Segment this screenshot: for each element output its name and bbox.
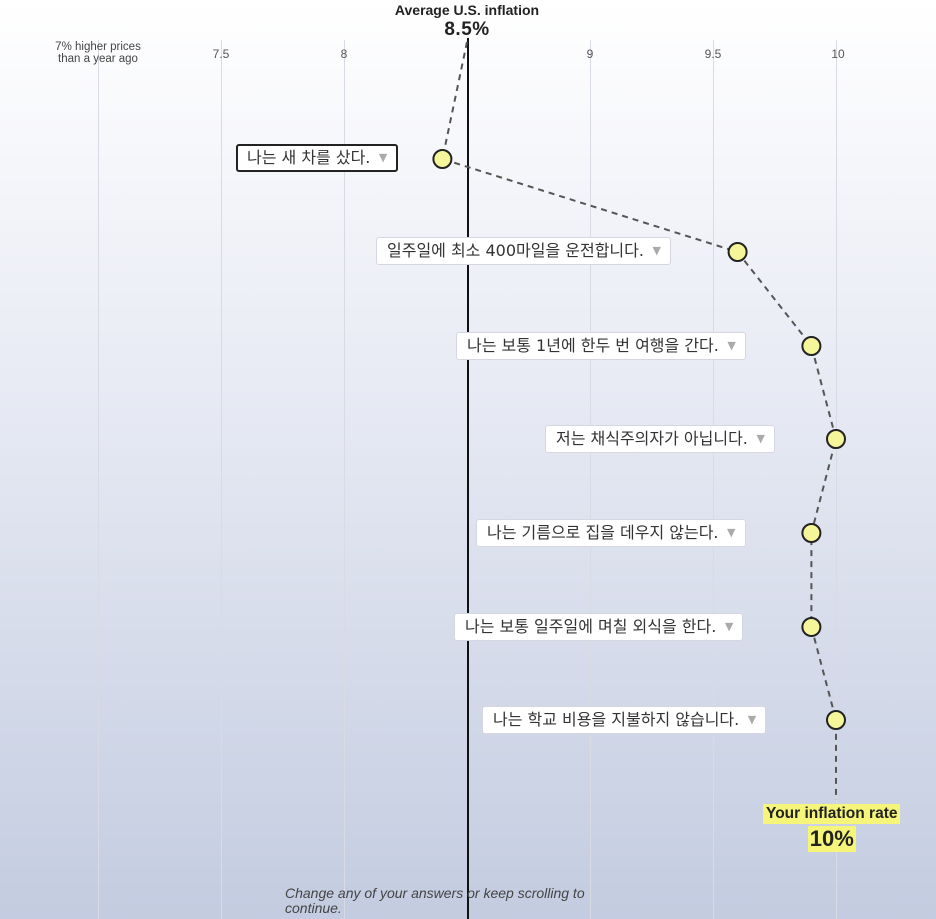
gridline-10 bbox=[836, 40, 837, 919]
gridline-7-5 bbox=[221, 40, 222, 919]
gridline-9-5 bbox=[713, 40, 714, 919]
axis-tick-7-5: 7.5 bbox=[212, 47, 230, 61]
answer-select-3-label: 나는 보통 1년에 한두 번 여행을 간다. bbox=[467, 336, 719, 355]
chevron-down-icon: ▼ bbox=[724, 620, 734, 633]
answer-marker-6 bbox=[801, 617, 822, 637]
your-inflation-rate-value: 10% bbox=[807, 826, 856, 852]
chevron-down-icon: ▼ bbox=[756, 432, 765, 445]
chevron-down-icon: ▼ bbox=[747, 713, 757, 726]
axis-tick-7: 7% higher prices than a year ago bbox=[55, 41, 141, 65]
answer-select-3[interactable]: 나는 보통 1년에 한두 번 여행을 간다. ▼ bbox=[456, 332, 746, 360]
answer-select-7-label: 나는 학교 비용을 지불하지 않습니다. bbox=[493, 710, 740, 729]
chevron-down-icon: ▼ bbox=[378, 151, 388, 164]
axis-tick-8: 8 bbox=[340, 47, 348, 61]
gridline-7 bbox=[98, 40, 99, 919]
average-inflation-label: Average U.S. inflation 8.5% bbox=[395, 2, 539, 41]
axis-tick-9-5: 9.5 bbox=[704, 47, 722, 61]
answer-select-1[interactable]: 나는 새 차를 샀다. ▼ bbox=[236, 144, 399, 172]
answer-connector-path bbox=[441, 41, 838, 800]
gridline-8 bbox=[344, 40, 345, 919]
gridline-9 bbox=[590, 40, 591, 919]
axis-tick-9: 9 bbox=[586, 47, 594, 61]
answer-select-1-label: 나는 새 차를 샀다. bbox=[247, 148, 371, 167]
average-inflation-title: Average U.S. inflation bbox=[394, 2, 540, 18]
axis-tick-7-line1: 7% higher prices bbox=[55, 41, 141, 53]
answer-marker-5 bbox=[801, 523, 822, 543]
answer-marker-3 bbox=[801, 336, 822, 356]
axis-tick-7-line2: than a year ago bbox=[58, 53, 138, 65]
answer-select-4[interactable]: 저는 채식주의자가 아닙니다. ▼ bbox=[545, 425, 775, 453]
your-inflation-rate-title: Your inflation rate bbox=[763, 804, 901, 824]
answer-select-7[interactable]: 나는 학교 비용을 지불하지 않습니다. ▼ bbox=[482, 706, 767, 734]
axis-tick-10: 10 bbox=[831, 47, 845, 61]
answer-marker-2 bbox=[727, 242, 748, 262]
answer-select-6[interactable]: 나는 보통 일주일에 며칠 외식을 한다. ▼ bbox=[454, 613, 744, 641]
scroll-instruction-note: Change any of your answers or keep scrol… bbox=[285, 885, 585, 916]
answer-select-5[interactable]: 나는 기름으로 집을 데우지 않는다. ▼ bbox=[476, 519, 746, 547]
your-inflation-rate: Your inflation rate 10% bbox=[763, 804, 901, 852]
answer-marker-4 bbox=[826, 429, 846, 449]
answer-marker-1 bbox=[432, 149, 453, 169]
answer-select-2[interactable]: 일주일에 최소 400마일을 운전합니다. ▼ bbox=[376, 237, 671, 265]
answer-select-2-label: 일주일에 최소 400마일을 운전합니다. bbox=[387, 241, 644, 260]
answer-marker-7 bbox=[826, 710, 846, 730]
chevron-down-icon: ▼ bbox=[727, 526, 736, 539]
average-inflation-line bbox=[467, 38, 469, 919]
answer-select-4-label: 저는 채식주의자가 아닙니다. bbox=[556, 429, 748, 448]
answer-markers bbox=[432, 149, 846, 730]
average-inflation-value: 8.5% bbox=[444, 19, 490, 40]
chevron-down-icon: ▼ bbox=[652, 244, 661, 257]
answer-select-6-label: 나는 보통 일주일에 며칠 외식을 한다. bbox=[465, 617, 717, 636]
chevron-down-icon: ▼ bbox=[727, 339, 736, 352]
answer-select-5-label: 나는 기름으로 집을 데우지 않는다. bbox=[487, 523, 719, 542]
